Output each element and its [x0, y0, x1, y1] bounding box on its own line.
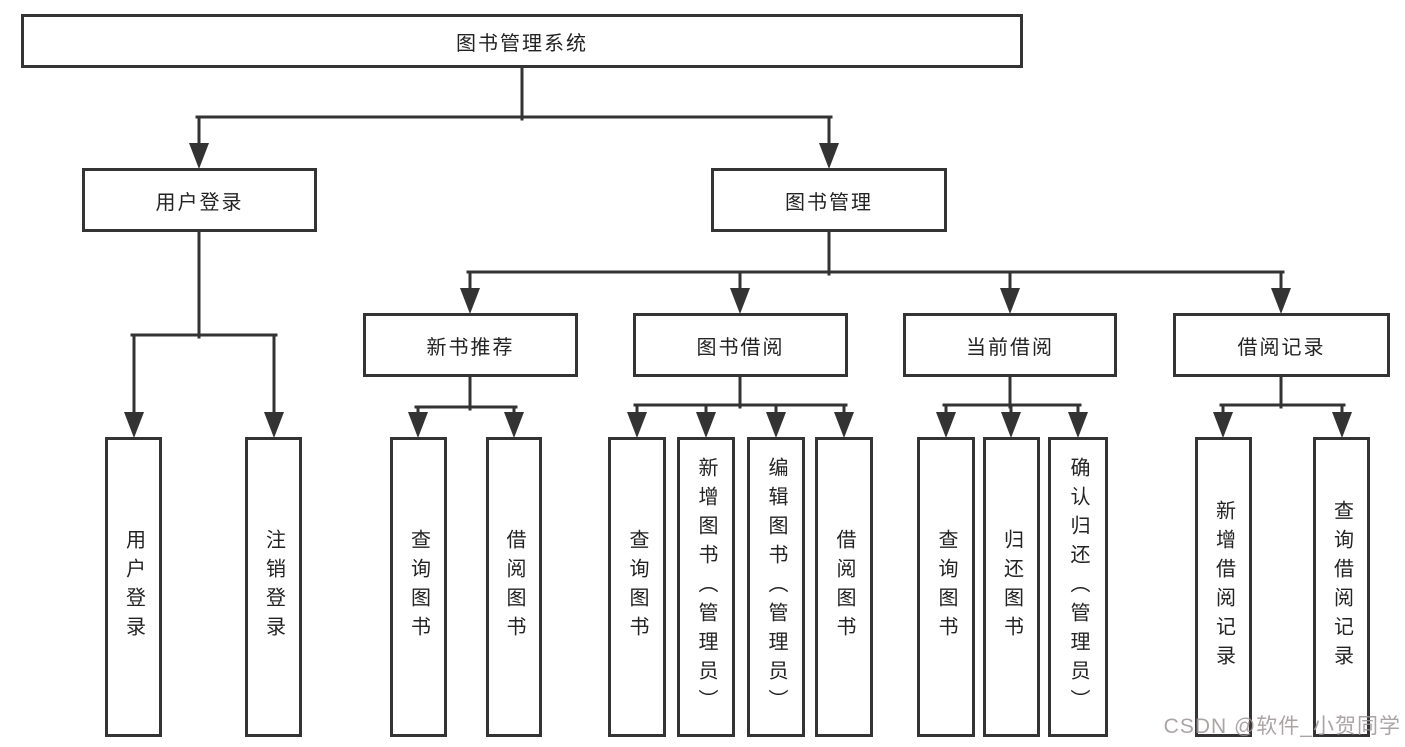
arrow-down-icon	[189, 143, 209, 169]
arrow-down-icon	[819, 143, 839, 169]
node-book-management-label: 图书管理	[785, 191, 873, 214]
arrow-down-icon	[1213, 412, 1233, 438]
node-leaf-confirm-return-admin-label: 确认归还（管理员）	[1067, 456, 1089, 718]
node-leaf-logout: 注销登录	[245, 437, 302, 737]
node-leaf-query-book-1-label: 查询图书	[407, 529, 430, 645]
node-leaf-logout-label: 注销登录	[262, 529, 285, 645]
node-borrow-record-label: 借阅记录	[1237, 336, 1326, 359]
node-leaf-add-borrow-record: 新增借阅记录	[1195, 437, 1252, 737]
node-leaf-user-login: 用户登录	[105, 437, 162, 737]
arrow-down-icon	[1001, 412, 1021, 438]
arrow-down-icon	[627, 412, 647, 438]
node-leaf-user-login-label: 用户登录	[122, 529, 145, 645]
arrowheads-group	[124, 143, 1352, 438]
node-leaf-add-book-admin: 新增图书（管理员）	[677, 437, 735, 737]
arrow-down-icon	[1332, 412, 1352, 438]
node-borrow-record: 借阅记录	[1173, 313, 1390, 377]
node-current-borrow: 当前借阅	[903, 313, 1117, 377]
node-leaf-confirm-return-admin: 确认归还（管理员）	[1048, 437, 1108, 737]
node-leaf-borrow-book-2-label: 借阅图书	[833, 529, 855, 645]
node-leaf-add-borrow-record-label: 新增借阅记录	[1212, 500, 1235, 674]
arrow-down-icon	[408, 412, 428, 438]
node-leaf-query-book-3: 查询图书	[917, 437, 975, 737]
node-leaf-add-book-admin-label: 新增图书（管理员）	[695, 456, 717, 718]
node-leaf-return-book-label: 归还图书	[1000, 529, 1023, 645]
arrow-down-icon	[1271, 288, 1291, 314]
node-leaf-query-borrow-record-label: 查询借阅记录	[1330, 500, 1353, 674]
arrow-down-icon	[264, 412, 284, 438]
csdn-watermark: CSDN @软件_小贺同学	[1163, 715, 1401, 738]
arrow-down-icon	[936, 412, 956, 438]
arrow-down-icon	[696, 412, 716, 438]
arrow-down-icon	[1068, 412, 1088, 438]
node-leaf-borrow-book-1-label: 借阅图书	[503, 529, 525, 645]
connector-path	[130, 66, 1346, 416]
node-leaf-query-book-2: 查询图书	[608, 437, 666, 737]
node-leaf-query-book-1: 查询图书	[390, 437, 447, 737]
node-book-management: 图书管理	[711, 168, 947, 232]
arrow-down-icon	[834, 412, 854, 438]
node-leaf-borrow-book-1: 借阅图书	[486, 437, 542, 737]
node-leaf-return-book: 归还图书	[983, 437, 1040, 737]
node-leaf-edit-book-admin-label: 编辑图书（管理员）	[765, 456, 787, 718]
node-leaf-query-book-2-label: 查询图书	[626, 529, 648, 645]
arrow-down-icon	[766, 412, 786, 438]
node-book-borrow-label: 图书借阅	[696, 336, 785, 359]
node-current-borrow-label: 当前借阅	[966, 336, 1054, 359]
arrow-down-icon	[460, 288, 480, 314]
arrow-down-icon	[124, 412, 144, 438]
arrow-down-icon	[504, 412, 524, 438]
node-new-book-recommend-label: 新书推荐	[426, 336, 515, 359]
node-root: 图书管理系统	[21, 14, 1023, 68]
arrow-down-icon	[730, 288, 750, 314]
node-user-login-label: 用户登录	[155, 191, 244, 214]
node-root-label: 图书管理系统	[456, 32, 588, 55]
node-leaf-edit-book-admin: 编辑图书（管理员）	[747, 437, 805, 737]
node-book-borrow: 图书借阅	[633, 313, 848, 377]
node-leaf-query-book-3-label: 查询图书	[935, 529, 957, 645]
node-user-login: 用户登录	[82, 168, 317, 232]
arrow-down-icon	[1000, 288, 1020, 314]
node-leaf-borrow-book-2: 借阅图书	[815, 437, 873, 737]
node-new-book-recommend: 新书推荐	[363, 313, 578, 377]
node-leaf-query-borrow-record: 查询借阅记录	[1313, 437, 1370, 737]
